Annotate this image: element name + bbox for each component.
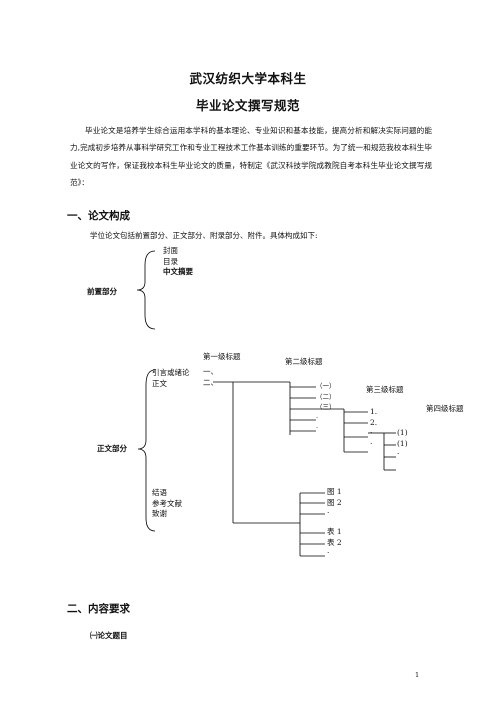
tables-list: 表 1 表 2 · [327,527,342,559]
level1-heading: 第一级标题 [203,352,241,361]
front-item-abstract: 中文摘要 [163,267,193,276]
front-items-list: 封面 目录 中文摘要 [163,246,193,278]
level3-item: · [370,428,373,437]
doc-title-line2: 毕业论文撰写规范 [195,98,300,113]
level2-item: · [316,424,319,432]
level3-item: · [370,438,373,448]
level1-item: 一、 [203,367,218,376]
body-item-main: 正文 [152,378,167,388]
intro-paragraph: 毕业论文是培养学生综合运用本学科的基本理论、专业知识和基本技能，提高分析和解决实… [70,126,432,188]
body-item-references: 参考文献 [152,498,182,508]
doc-title-line1: 武汉纺织大学本科生 [189,71,307,86]
body-label: 正文部分 [97,444,127,453]
page-number: 1 [415,671,420,679]
level1-items: 一、 二、 [203,367,218,388]
front-brace [136,250,156,330]
body-items-bottom: 结语 参考文献 致谢 [152,488,182,520]
body-brace [137,369,156,532]
body-item-intro: 引言或绪论 [152,368,190,377]
figure-item: · [327,508,330,517]
level4-item: · [397,449,400,458]
level2-item: （二） [316,392,336,401]
level3-heading: 第三级标题 [366,385,404,394]
section1-heading: 一、论文构成 [67,210,130,222]
figures-list: 图 1 图 2 · [327,487,342,519]
level4-item: (1) [397,438,408,448]
section1-intro: 学位论文包括前置部分、正文部分、附录部分、附件。具体构成如下: [90,231,318,240]
body-item-conclusion: 结语 [152,488,167,497]
level4-heading: 第四级标题 [426,404,464,413]
level2-heading: 第二级标题 [285,357,323,366]
level2-item: （三） [316,403,336,411]
level3-item: 1. [370,407,378,416]
level1-item: 二、 [203,377,218,387]
level3-item: 2. [370,417,378,427]
table-item: 表 1 [327,527,342,536]
figure-item: 图 2 [327,497,342,507]
level2-item: · [316,413,319,422]
front-label: 前置部分 [87,287,117,296]
level4-items: (1) (1) · [397,428,408,460]
level2-item: （一） [316,382,336,390]
section2-heading: 二、内容要求 [67,603,130,615]
body-item-acknowledgement: 致谢 [152,509,167,518]
table-item: 表 2 [327,537,342,547]
level3-items: 1. 2. · · [370,407,377,449]
level2-items: （一） （二） （三） · · [316,381,336,434]
subsection1-heading: ㈠论文题目 [90,631,128,640]
front-item-cover: 封面 [163,246,178,255]
body-items-top: 引言或绪论 正文 [152,368,190,389]
table-item: · [327,548,330,557]
front-item-toc: 目录 [163,256,178,266]
figure-item: 图 1 [327,487,342,496]
level4-item: (1) [397,428,408,437]
